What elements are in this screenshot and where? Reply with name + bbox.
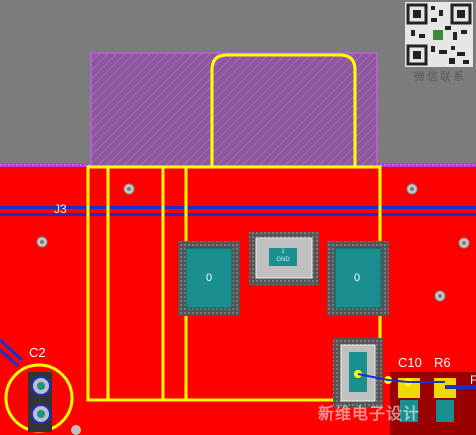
component-label-c2: C2	[29, 345, 46, 360]
c10-pad-2[interactable]	[400, 400, 418, 422]
watermark-text: 新维电子设计	[318, 406, 421, 423]
center-pad-number: 1	[281, 249, 285, 255]
pad-left-value: 0	[205, 272, 213, 284]
center-net-name: GND	[276, 257, 290, 263]
trace-top	[0, 206, 476, 209]
trace-bottom	[0, 213, 476, 216]
r6-pad-2[interactable]	[436, 400, 454, 422]
component-label-j3: J3	[54, 202, 67, 216]
component-label-c10: C10	[398, 355, 422, 370]
qr-caption: 微信联系	[414, 70, 466, 83]
pad-right[interactable]	[334, 247, 382, 309]
pad-left[interactable]	[185, 247, 233, 309]
pad-right-value: 0	[353, 272, 361, 284]
connector-tab-outline	[210, 53, 357, 166]
qr-code-image	[405, 2, 473, 67]
component-label-r6: R6	[434, 355, 451, 370]
component-label-partial: F	[470, 373, 476, 387]
center-net-label: 1 GND	[269, 248, 297, 266]
